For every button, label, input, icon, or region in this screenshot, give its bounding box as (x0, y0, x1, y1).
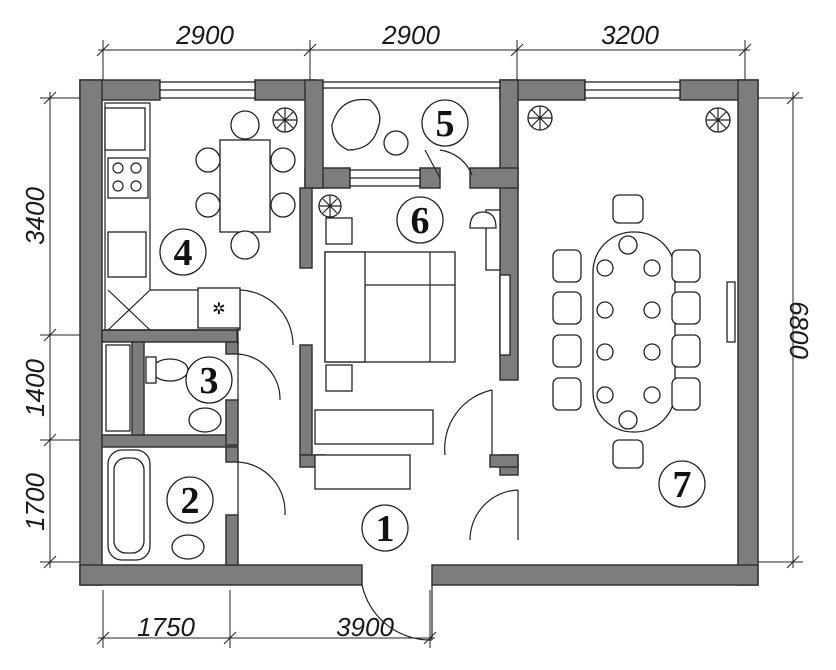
dimension-left-3: 1700 (20, 473, 50, 531)
toilet-icon (151, 358, 189, 382)
dimension-lines (40, 40, 803, 648)
plant-icon (318, 194, 342, 218)
sink-icon (104, 107, 146, 151)
balcony (331, 98, 409, 156)
snowflake-icon (197, 287, 241, 329)
dimension-top-3: 3200 (601, 20, 659, 50)
wardrobe-icon (314, 454, 411, 490)
stove-icon (107, 157, 149, 199)
sink-icon (171, 534, 205, 560)
room-number-2: 2 (181, 480, 200, 522)
dimension-top-2: 2900 (381, 20, 440, 50)
windows (159, 81, 681, 187)
dimension-top-1: 2900 (175, 20, 234, 50)
doors (237, 149, 519, 641)
dimension-left-1: 3400 (20, 187, 50, 245)
armchair-icon (331, 98, 381, 151)
bathroom (107, 449, 205, 561)
plant-icon (705, 107, 731, 133)
dimension-right-1: 6800 (784, 301, 814, 359)
svg-text:✲: ✲ (212, 299, 225, 318)
wc (105, 344, 222, 433)
dining-table-icon (592, 231, 676, 433)
room-labels: 1 2 3 4 5 6 7 (159, 99, 706, 552)
room-number-5: 5 (436, 103, 455, 145)
room-number-7: 7 (673, 464, 692, 506)
dimension-left-2: 1400 (20, 359, 50, 417)
room-number-1: 1 (376, 508, 395, 550)
wardrobe-icon (314, 409, 434, 445)
plant-icon (527, 105, 553, 131)
plant-icon (272, 107, 298, 133)
dining-table-icon (219, 139, 271, 233)
dimension-bottom-1: 1750 (137, 612, 195, 642)
room-number-4: 4 (174, 232, 193, 274)
dimension-bottom-2: 3900 (336, 612, 394, 642)
bedroom (314, 194, 511, 490)
kitchen: ✲ (104, 102, 298, 331)
sink-icon (188, 407, 222, 433)
room-number-6: 6 (411, 200, 430, 242)
room-number-3: 3 (200, 360, 219, 402)
living-room (527, 105, 736, 469)
